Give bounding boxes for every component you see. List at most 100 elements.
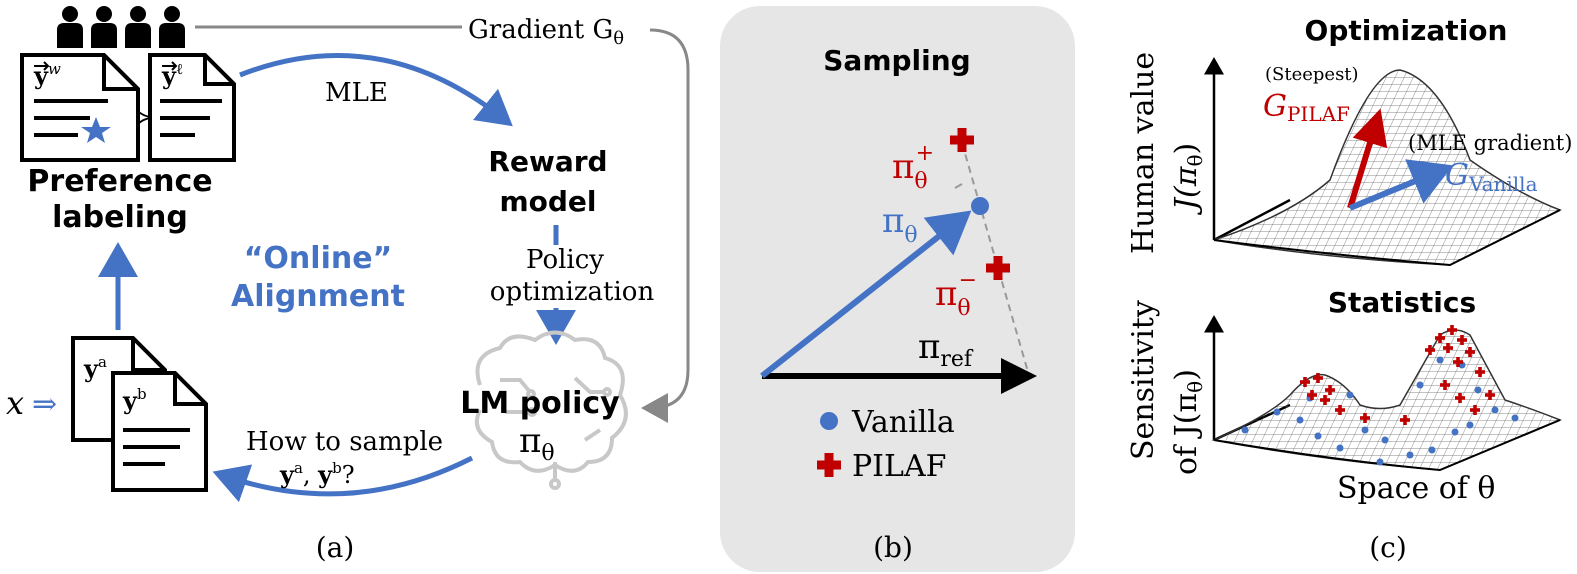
stat-vanilla-point bbox=[1406, 451, 1414, 459]
stat-vanilla-point bbox=[1466, 421, 1474, 429]
x-label: x bbox=[6, 384, 24, 422]
preference-line1: Preference bbox=[27, 164, 212, 199]
vanilla-point bbox=[971, 197, 989, 215]
stat-vanilla-point bbox=[1511, 414, 1519, 422]
statistics-surface bbox=[1211, 329, 1562, 472]
brain-icon bbox=[475, 330, 628, 490]
stat-pilaf-point bbox=[1425, 345, 1435, 355]
stat-pilaf-point bbox=[1457, 335, 1467, 345]
sampling-arrow bbox=[212, 455, 474, 503]
stat-vanilla-point bbox=[1296, 416, 1304, 424]
document-icon-yb: yb bbox=[111, 371, 208, 492]
stats-ylabel-line2: of J(πθ) bbox=[1169, 369, 1207, 475]
stat-pilaf-point bbox=[1465, 347, 1475, 357]
statistics-title: Statistics bbox=[1328, 286, 1476, 319]
stat-vanilla-point bbox=[1451, 428, 1459, 436]
preference-line2: labeling bbox=[52, 200, 188, 235]
opt-back-axis bbox=[1213, 198, 1291, 242]
legend-pilaf-marker bbox=[817, 453, 841, 477]
pi-theta-label: πθ bbox=[882, 201, 918, 248]
stat-pilaf-point bbox=[1485, 390, 1495, 400]
online-line2: Alignment bbox=[231, 279, 405, 314]
panel-a: Gradient Gθ yw ≻ yℓ MLE Reward m bbox=[6, 6, 690, 564]
how-to-sample-line1: How to sample bbox=[246, 427, 443, 457]
optimization-title: Optimization bbox=[1305, 14, 1508, 47]
pi-ref-label: πref bbox=[918, 327, 974, 372]
pi-minus-label: πθ− bbox=[935, 268, 977, 321]
stat-pilaf-point bbox=[1325, 385, 1335, 395]
pilaf-minus-point bbox=[986, 256, 1010, 280]
caption-b: (b) bbox=[873, 531, 913, 564]
lm-policy-pi: πθ bbox=[519, 421, 555, 466]
document-icon-yl: yℓ bbox=[148, 53, 236, 162]
star-icon bbox=[81, 117, 111, 143]
doc-ya-label: ya bbox=[83, 353, 107, 383]
stat-pilaf-point bbox=[1335, 405, 1345, 415]
stat-pilaf-point bbox=[1440, 380, 1450, 390]
lm-policy-label: LM policy bbox=[460, 386, 620, 421]
doc-yb-label: yb bbox=[122, 385, 147, 415]
stat-pilaf-point bbox=[1400, 415, 1410, 425]
stat-pilaf-point bbox=[1455, 393, 1465, 403]
people-icon bbox=[57, 6, 185, 48]
stat-vanilla-point bbox=[1241, 426, 1249, 434]
steepest-label: (Steepest) bbox=[1265, 64, 1359, 85]
caption-a: (a) bbox=[316, 531, 355, 564]
pilaf-plus-point bbox=[950, 128, 974, 152]
reward-model-line1: Reward bbox=[488, 145, 607, 178]
legend-vanilla: Vanilla bbox=[851, 405, 955, 440]
policy-opt-line2: optimization bbox=[490, 277, 655, 307]
stat-pilaf-point bbox=[1360, 413, 1370, 423]
stat-vanilla-point bbox=[1361, 426, 1369, 434]
stat-pilaf-point bbox=[1475, 367, 1485, 377]
g-vanilla-label: GVanilla bbox=[1445, 158, 1538, 196]
online-line1: “Online” bbox=[244, 241, 393, 276]
g-pilaf-label: GPILAF bbox=[1263, 89, 1350, 126]
stat-vanilla-point bbox=[1336, 444, 1344, 452]
g-vanilla-arrow bbox=[1348, 159, 1454, 211]
g-pilaf-arrow bbox=[1347, 108, 1388, 209]
stat-pilaf-point bbox=[1435, 333, 1445, 343]
stat-vanilla-point bbox=[1273, 408, 1281, 416]
stat-vanilla-point bbox=[1428, 446, 1436, 454]
panel-c: Optimization (Steepest) GPILAF (MLE grad… bbox=[1126, 14, 1572, 564]
policy-opt-line1: Policy bbox=[526, 245, 604, 275]
statistics-points bbox=[1241, 325, 1519, 466]
how-to-sample-line2: ya, yb? bbox=[279, 459, 355, 489]
stat-pilaf-point bbox=[1447, 325, 1457, 335]
stat-pilaf-point bbox=[1300, 377, 1310, 387]
stat-pilaf-point bbox=[1307, 390, 1317, 400]
pi-plus-label: πθ+ bbox=[892, 141, 934, 194]
caption-c: (c) bbox=[1369, 531, 1407, 564]
gradient-label: Gradient Gθ bbox=[468, 15, 624, 49]
opt-ylabel-line1: Human value bbox=[1126, 52, 1161, 254]
stat-vanilla-point bbox=[1436, 356, 1444, 364]
opt-ylabel-line2: J(πθ) bbox=[1169, 143, 1207, 216]
panel-b-background bbox=[720, 6, 1075, 572]
panel-b: Sampling πθ+ πθ πθ− πref Vanilla PILAF (… bbox=[720, 6, 1075, 572]
stats-ylabel-line1: Sensitivity bbox=[1126, 300, 1161, 460]
mle-label: MLE bbox=[325, 78, 388, 108]
stat-pilaf-point bbox=[1320, 395, 1330, 405]
gradient-feedback-arrow bbox=[195, 25, 690, 408]
stat-vanilla-point bbox=[1314, 432, 1322, 440]
stat-vanilla-point bbox=[1381, 436, 1389, 444]
stats-xlabel: Space of θ bbox=[1337, 471, 1496, 506]
stat-vanilla-point bbox=[1376, 458, 1384, 466]
x-arrow: ⇒ bbox=[32, 387, 57, 422]
legend-vanilla-marker bbox=[820, 412, 838, 430]
stat-pilaf-point bbox=[1453, 357, 1463, 367]
interpolation-line bbox=[961, 142, 1029, 373]
stat-pilaf-point bbox=[1313, 373, 1323, 383]
stat-vanilla-point bbox=[1474, 386, 1482, 394]
document-icon-yw: yw bbox=[20, 53, 140, 162]
stat-pilaf-point bbox=[1470, 405, 1480, 415]
reward-model-line2: model bbox=[499, 185, 596, 218]
pi-theta-arrow bbox=[760, 210, 972, 379]
stat-vanilla-point bbox=[1416, 381, 1424, 389]
stat-vanilla-point bbox=[1491, 406, 1499, 414]
legend-pilaf: PILAF bbox=[852, 449, 946, 484]
mle-gradient-label: (MLE gradient) bbox=[1408, 131, 1572, 155]
